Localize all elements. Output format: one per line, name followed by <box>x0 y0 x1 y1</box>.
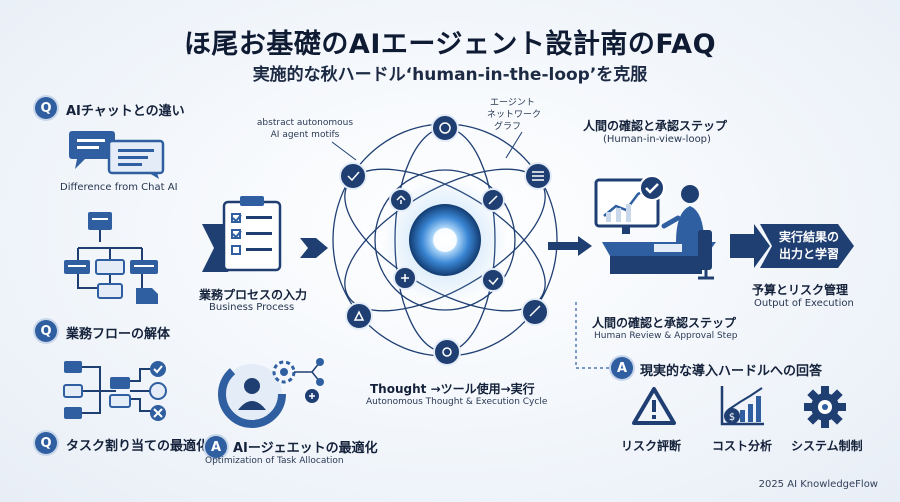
process-label-en: Business Process <box>209 302 295 313</box>
network-label-2: ネットワーク <box>487 110 542 120</box>
clipboard-checklist-icon <box>222 196 282 272</box>
warning-icon <box>632 387 676 425</box>
agent-optimization-icon <box>218 358 324 428</box>
review-step-sub: Human Review & Approval Step <box>594 331 738 341</box>
a-badge-right: A <box>611 357 633 379</box>
answer-bottom-caption: Optimization of Task Allocation <box>205 456 344 466</box>
cost-chart-icon: $ <box>720 386 764 426</box>
agent-network-graph <box>332 114 558 366</box>
svg-text:$: $ <box>729 412 735 423</box>
item-label-risk: リスク評断 <box>621 439 682 453</box>
cycle-label-jp: Thought →ツール使用→実行 <box>370 382 535 396</box>
q1-label: AIチャットとの違い <box>66 104 185 119</box>
output-arrow-label: 実行結果の 出力と学習 <box>764 228 854 264</box>
decomposition-tree-icon <box>63 361 167 421</box>
answer-right-label: 現実的な導入ハードルへの回答 <box>640 364 823 379</box>
q-badge-3: Q <box>35 432 57 454</box>
risk-mgmt-sub: Output of Execution <box>754 298 854 309</box>
q3-label: タスク割り当ての最適化 <box>66 439 210 454</box>
network-pointer-line <box>505 131 523 159</box>
hitl-step-title: 人間の確認と承認ステップ <box>583 119 728 133</box>
review-step-title: 人間の確認と承認ステップ <box>592 316 737 330</box>
motif-label-1: abstract autonomous <box>256 118 354 128</box>
output-arrow-label-1: 実行結果の <box>778 230 839 244</box>
review-dashed-connector <box>575 302 610 369</box>
cycle-label-en: Autonomous Thought & Execution Cycle <box>366 397 548 407</box>
item-label-system: システム制制 <box>791 439 863 453</box>
item-label-cost: コスト分析 <box>712 439 773 453</box>
page-title: ほ尾お基礎のAIエージェント設計南のFAQ <box>183 29 717 60</box>
process-label-jp: 業務プロセスの入力 <box>199 288 308 302</box>
human-review-desk-illustration <box>594 175 716 280</box>
q-badge-2: Q <box>35 320 57 342</box>
hitl-step-sub: (Human-in-view-loop) <box>603 134 711 145</box>
q-badge-1: Q <box>35 97 57 119</box>
risk-mgmt-title: 予算とリスク管理 <box>752 283 849 297</box>
a-badge-bottom: A <box>205 436 227 458</box>
motif-pointer-line <box>331 141 357 161</box>
network-label-3: グラフ <box>494 122 522 132</box>
footer-credit: 2025 AI KnowledgeFlow <box>758 479 878 490</box>
network-label-1: エージント <box>490 98 535 108</box>
motif-label-2: AI agent motifs <box>270 130 340 140</box>
gear-icon <box>804 386 846 428</box>
q2-label: 業務フローの解体 <box>66 327 171 342</box>
q1-caption: Difference from Chat AI <box>60 182 178 193</box>
answer-bottom-label: AIージェエットの最適化 <box>233 441 378 456</box>
network-to-review-arrow <box>548 236 592 256</box>
page-subtitle: 実施的な秋ハードル‘human-in-the-loop’を克服 <box>252 65 648 85</box>
chat-bubbles-icon <box>69 131 165 179</box>
workflow-chart-icon <box>64 212 158 304</box>
output-arrow <box>730 224 854 268</box>
output-arrow-label-2: 出力と学習 <box>778 247 839 261</box>
